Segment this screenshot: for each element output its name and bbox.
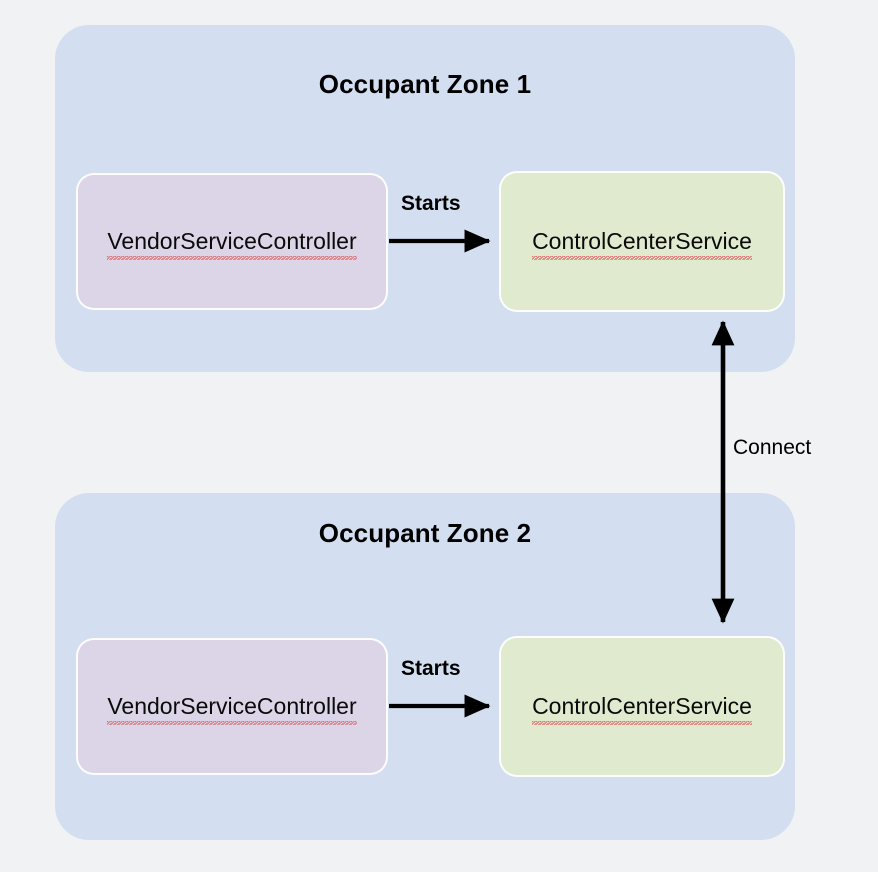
zone-1-title: Occupant Zone 1 (318, 69, 532, 99)
node-vendor-service-controller-zone-1[interactable]: VendorServiceController (76, 173, 388, 310)
node-label: VendorServiceController (107, 693, 357, 725)
node-label: ControlCenterService (532, 228, 752, 260)
edge-label-starts-zone-2: Starts (401, 657, 461, 680)
node-label: ControlCenterService (532, 693, 752, 725)
node-vendor-service-controller-zone-2[interactable]: VendorServiceController (76, 638, 388, 775)
node-control-center-service-zone-1[interactable]: ControlCenterService (499, 171, 785, 312)
zone-2-title: Occupant Zone 2 (318, 518, 532, 548)
edge-label-connect: Connect (733, 436, 812, 459)
node-control-center-service-zone-2[interactable]: ControlCenterService (499, 636, 785, 777)
edge-label-starts-zone-1: Starts (401, 192, 461, 215)
node-label: VendorServiceController (107, 228, 357, 260)
